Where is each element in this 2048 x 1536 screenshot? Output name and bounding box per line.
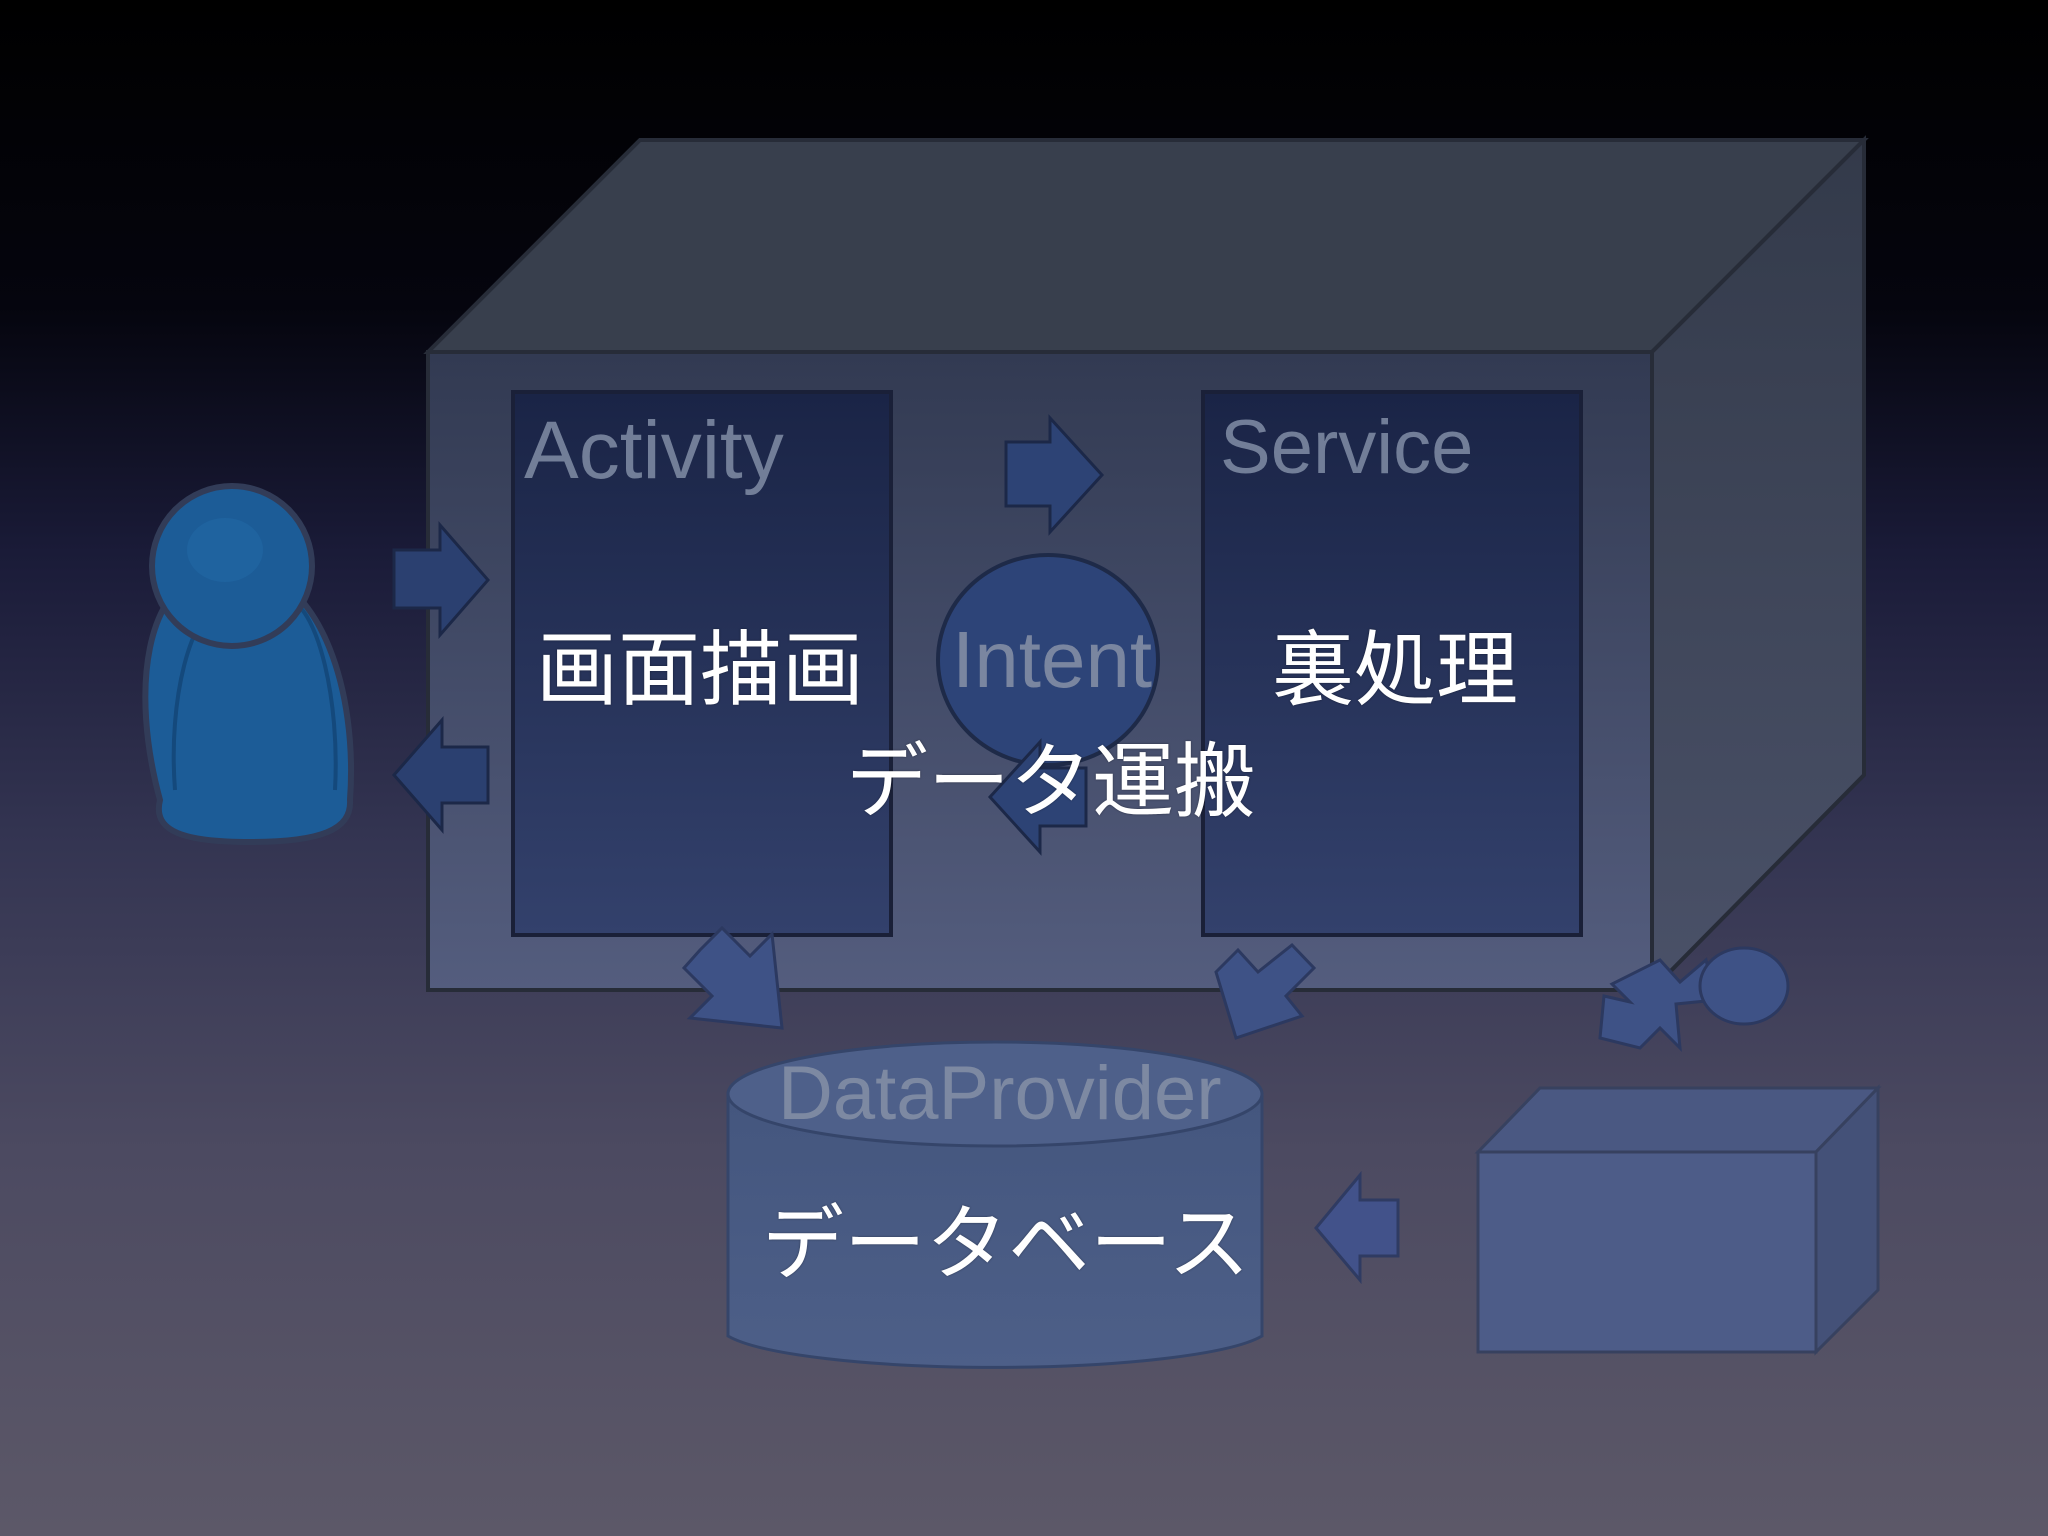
service-panel [1201, 390, 1583, 937]
arrow-down-icon [1214, 942, 1317, 1040]
small-device-box [1474, 1084, 1882, 1356]
activity-label: Activity [524, 405, 784, 496]
arrow-right-icon [392, 521, 490, 639]
device-box-top [423, 138, 1869, 354]
user-icon [142, 483, 354, 846]
small-circle [1698, 946, 1790, 1026]
intent-circle [936, 553, 1160, 767]
data-provider-cylinder [726, 1040, 1264, 1369]
arrow-right-icon [1004, 414, 1105, 536]
arrow-left-icon [987, 738, 1088, 856]
data-transport-text: データ運搬 [846, 735, 1257, 830]
arrow-left-icon [392, 716, 490, 834]
data-provider-label: DataProvider [778, 1051, 1222, 1136]
screen-drawing-text: 画面描画 [536, 623, 865, 718]
database-text: データベース [762, 1197, 1250, 1292]
background-processing-text: 裏処理 [1272, 623, 1519, 718]
activity-panel [511, 390, 893, 937]
intent-label: Intent [952, 615, 1153, 704]
arrow-down-icon [681, 925, 784, 1030]
arrow-left-icon [1314, 1170, 1400, 1285]
service-label: Service [1220, 405, 1474, 490]
